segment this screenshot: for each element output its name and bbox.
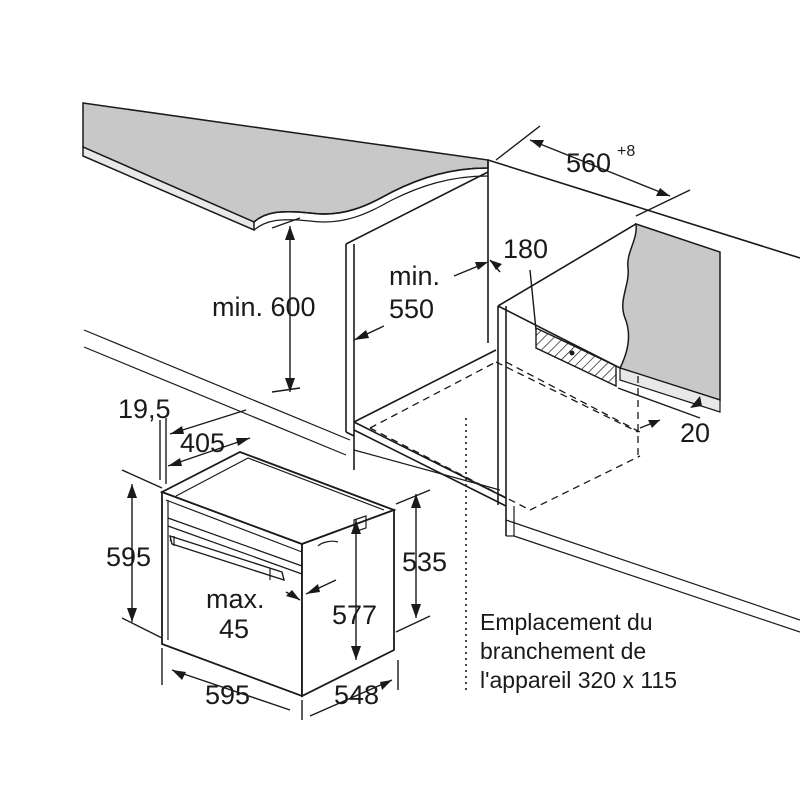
note-line-1: Emplacement du (480, 609, 653, 635)
connection-note: Emplacement du branchement de l'appareil… (480, 609, 677, 693)
note-line-3: l'appareil 320 x 115 (480, 667, 677, 693)
label-min-depth-line2: 550 (389, 294, 434, 324)
label-cabinet-width-tolerance: +8 (617, 143, 635, 160)
label-min-height: min. 600 (212, 292, 316, 322)
label-oven-height: 595 (106, 542, 151, 572)
label-min-depth-line1: min. (389, 261, 440, 291)
hidden-oven-outline (369, 361, 641, 511)
label-oven-width: 595 (205, 680, 250, 710)
label-handle-line1: max. (206, 584, 265, 614)
label-handle-line2: 45 (219, 614, 249, 644)
connection-point (569, 350, 575, 356)
countertop (82, 102, 489, 232)
side-panel (618, 222, 721, 413)
label-cabinet-width: 560 (566, 148, 611, 178)
note-line-2: branchement de (480, 638, 646, 664)
floor-lines (83, 329, 800, 633)
label-oven-body-depth: 535 (402, 547, 447, 577)
label-oven-inner-width: 405 (180, 428, 225, 458)
label-vent-depth: 180 (503, 234, 548, 264)
upper-line (487, 159, 800, 259)
oven (159, 451, 397, 698)
connection-area (535, 326, 617, 388)
label-oven-depth: 548 (334, 680, 379, 710)
label-oven-body-height: 577 (332, 600, 377, 630)
oven-handle (169, 534, 285, 582)
dimension-lines (121, 125, 702, 720)
label-rear-gap: 20 (680, 418, 710, 448)
cabinet-niche (345, 168, 637, 536)
label-front-overhang: 19,5 (118, 394, 171, 424)
